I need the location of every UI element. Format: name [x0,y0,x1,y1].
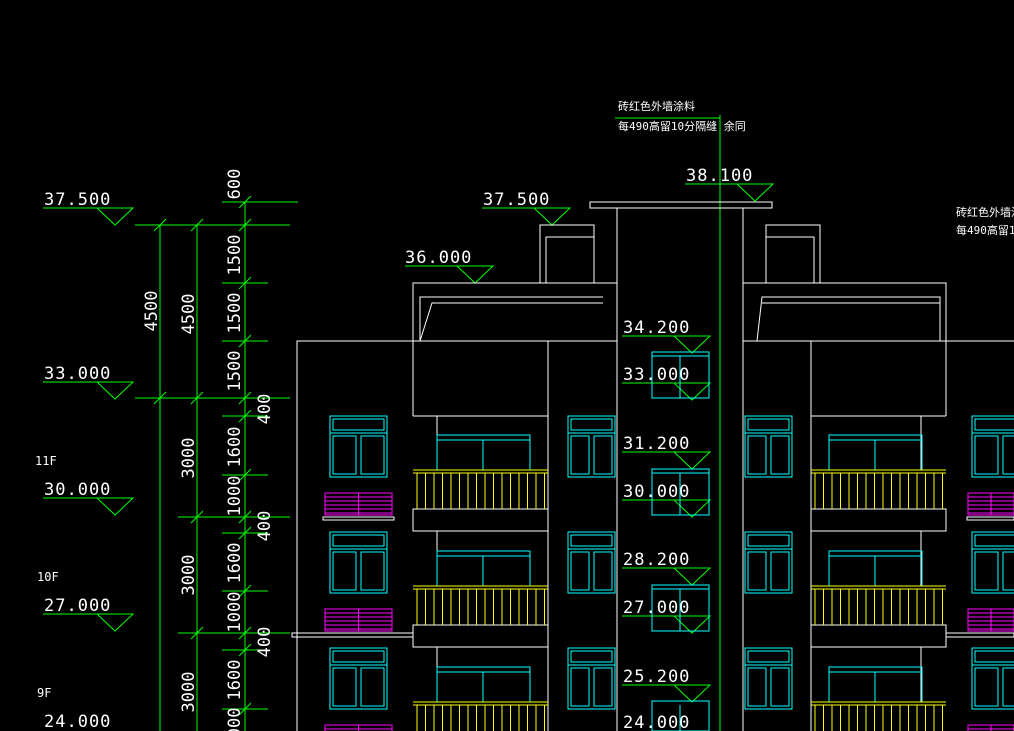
railing-3 [811,469,946,509]
floor-label-9f: 9F [37,686,51,700]
window-right-9f [971,647,1014,710]
window-inner-left-11f [567,415,616,478]
level-24000: 24.000 [623,713,690,731]
flower-box-2 [324,724,393,731]
window-bal-right-11f [828,434,923,471]
dim-inner-1500-c: 1500 [225,351,245,392]
level-left-37500: 37.500 [44,190,111,210]
dim-mid-3000-a: 3000 [179,438,199,479]
note-right-line1: 砖红色外墙涂料 [956,205,1014,219]
dim-inner-1000-a: 1000 [225,476,245,517]
dim-inner-1500-b: 1500 [225,293,245,334]
annotations: 砖红色外墙涂料 每490高留10分隔缝 余同 砖红色外墙涂料 每490高留10分… [35,99,1014,731]
dim-mid-4500: 4500 [179,294,199,335]
dim-mid-3000-b: 3000 [179,555,199,596]
level-left-24000: 24.000 [44,712,111,731]
window-left-9f [329,647,388,710]
window-inner-right-9f [744,647,793,710]
window-inner-right-11f [744,415,793,478]
flower-boxes [324,492,1014,731]
railing-5 [811,701,946,731]
dim-outer-4500: 4500 [142,291,162,332]
level-28200: 28.200 [623,550,690,570]
window-bal-left-9f [436,666,531,703]
dim-inner-1600-b: 1600 [225,543,245,584]
railing-4 [811,585,946,625]
window-inner-left-9f [567,647,616,710]
windows [329,351,1014,731]
dimension-lines [135,115,721,731]
window-right-10f [971,531,1014,594]
window-bal-left-11f [436,434,531,471]
window-bal-right-10f [828,550,923,587]
dim-inner-1000-b: 1000 [225,592,245,633]
level-left-33000: 33.000 [44,364,111,384]
building-outline [291,201,1014,731]
dim-inner-1600-a: 1600 [225,427,245,468]
level-27000: 27.000 [623,598,690,618]
note-center-line1: 砖红色外墙涂料 [618,99,695,113]
stair-window-3 [651,584,710,632]
dim-inner-1500-a: 1500 [225,235,245,276]
balcony-railings [413,469,946,731]
dim-inner-400-c: 400 [255,627,275,658]
level-34200: 34.200 [623,318,690,338]
window-bal-right-9f [828,666,923,703]
window-inner-right-10f [744,531,793,594]
dim-inner-1600-c: 1600 [225,660,245,701]
railing-0 [413,469,548,509]
dim-inner-1000-c: 1000 [225,708,245,731]
window-bal-left-10f [436,550,531,587]
level-31200: 31.200 [623,434,690,454]
floor-label-11f: 11F [35,454,57,468]
level-left-30000: 30.000 [44,480,111,500]
stair-window-top [651,351,710,399]
window-left-10f [329,531,388,594]
level-33000: 33.000 [623,365,690,385]
dim-inner-600: 600 [225,169,245,200]
floor-label-10f: 10F [37,570,59,584]
note-right-line2: 每490高留10分隔缝 [956,223,1014,237]
flower-box-0 [324,492,393,516]
railing-2 [413,701,548,731]
dim-inner-400-b: 400 [255,511,275,542]
level-roof-left: 36.000 [405,248,472,268]
level-roof-top: 38.100 [686,166,753,186]
window-right-11f [971,415,1014,478]
stair-window-2 [651,468,710,516]
level-left-27000: 27.000 [44,596,111,616]
level-markers [43,117,775,703]
flower-box-5 [967,724,1014,731]
level-25200: 25.200 [623,667,690,687]
level-30000: 30.000 [623,482,690,502]
railing-1 [413,585,548,625]
level-parapet: 37.500 [483,190,550,210]
dim-inner-400-a: 400 [255,394,275,425]
note-center-line2: 每490高留10分隔缝 余同 [618,119,746,133]
flower-box-4 [967,608,1014,632]
flower-box-3 [967,492,1014,516]
window-left-11f [329,415,388,478]
stair-window-4 [651,700,710,731]
window-inner-left-10f [567,531,616,594]
dim-mid-3000-c: 3000 [179,672,199,713]
flower-box-1 [324,608,393,632]
